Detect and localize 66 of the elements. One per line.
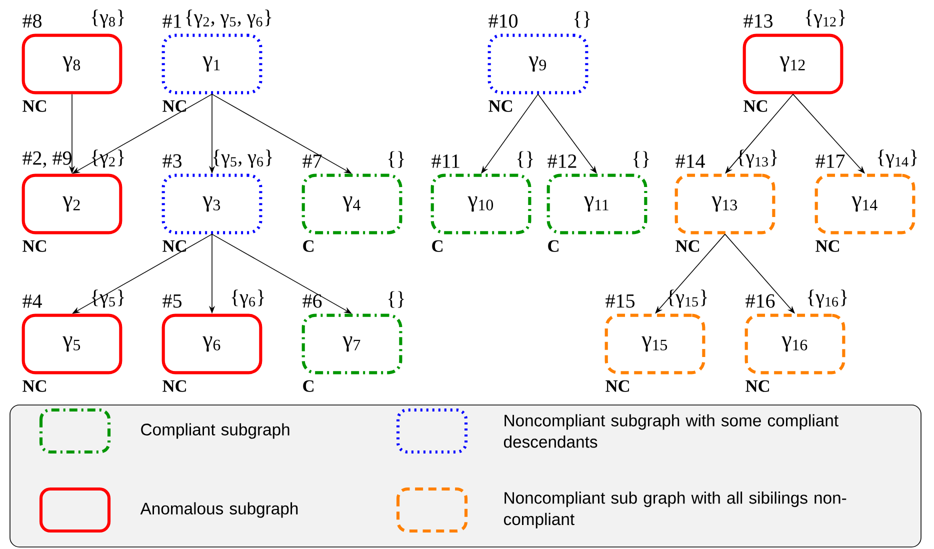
compliance-label: NC [162, 380, 186, 392]
subgraph-set-label: {} [633, 151, 649, 168]
node-number-label: #6 [302, 294, 322, 308]
compliance-label: C [303, 380, 314, 392]
compliant-subgraph-box: γ$_{11}$ [546, 174, 648, 234]
node-number-label: #15 [606, 294, 634, 308]
anomalous-subgraph-box: γ$_{5}$ [22, 314, 122, 374]
compliant-subgraph-box: γ$_{10}$ [430, 174, 532, 234]
node-number-label: #2, #9 [22, 151, 72, 168]
subgraph-set-label: {γ$_{15}$} [668, 290, 707, 308]
subgraph-set-label: {} [574, 11, 590, 28]
anomalous-subgraph-box: γ$_{2}$ [22, 174, 122, 234]
node-number-label: #13 [744, 14, 772, 28]
compliance-label: NC [606, 380, 629, 392]
compliant-subgraph-box: γ$_{4}$ [302, 174, 402, 234]
legend-text: Noncompliant subgraph with some compliant descendants [504, 414, 838, 448]
noncompliant-subgraph-box: γ$_{1}$ [162, 34, 262, 94]
anomalous-subgraph-box: γ$_{8}$ [22, 34, 122, 94]
subgraph-set-label: {γ$_{8}$} [92, 10, 124, 28]
compliance-label: NC [22, 380, 46, 392]
legend-text: Compliant subgraph [141, 423, 290, 439]
subgraph-set-label: {} [388, 151, 404, 168]
legend-text: Anomalous subgraph [140, 502, 298, 518]
anomalous-subgraph-box: γ$_{12}$ [742, 34, 844, 94]
node-number-label: #1 [162, 14, 182, 28]
compliant-subgraph-box: γ$_{7}$ [302, 314, 402, 374]
node-number-label: #3 [162, 154, 182, 168]
legend-text: Noncompliant sub graph with all sibilings non-compliant [504, 492, 846, 528]
compliance-label: NC [816, 240, 839, 252]
subgraph-set-label: {γ$_{5}$, γ$_{6}$} [213, 150, 272, 168]
noncompliant-subgraph-box: γ$_{3}$ [162, 174, 262, 234]
compliance-label: NC [744, 100, 767, 112]
anomalous-subgraph-box: γ$_{6}$ [162, 314, 262, 374]
noncompliant-subgraph-box: γ$_{9}$ [488, 34, 588, 94]
node-number-label: #4 [22, 294, 42, 308]
compliance-label: C [432, 240, 442, 252]
subgraph-set-label: {γ$_{6}$} [232, 290, 264, 308]
subgraph-set-label: {γ$_{2}$, γ$_{5}$, γ$_{6}$} [186, 10, 272, 28]
node-number-label: #7 [302, 154, 322, 168]
subgraph-set-label: {} [517, 151, 533, 168]
compliance-label: NC [746, 380, 769, 392]
compliance-label: NC [22, 240, 46, 252]
noncompliant-subgraph-box: γ$_{13}$ [674, 174, 776, 234]
node-number-label: #10 [488, 14, 518, 28]
noncompliant-subgraph-box: γ$_{15}$ [604, 314, 706, 374]
compliance-label: C [303, 240, 314, 252]
subgraph-set-label: {} [388, 291, 404, 308]
compliance-label: NC [162, 240, 186, 252]
noncompliant-subgraph-box: γ$_{14}$ [814, 174, 916, 234]
noncompliant-subgraph-box: γ$_{16}$ [744, 314, 846, 374]
node-number-label: #16 [746, 294, 775, 308]
node-number-label: #17 [816, 154, 845, 168]
node-number-label: #5 [162, 294, 182, 308]
subgraph-set-label: {γ$_{14}$} [878, 150, 917, 168]
compliance-label: C [548, 240, 558, 252]
node-number-label: #8 [22, 14, 42, 28]
node-number-label: #11 [432, 154, 460, 168]
compliance-label: NC [22, 100, 46, 112]
node-number-label: #12 [548, 154, 576, 168]
compliance-label: NC [162, 100, 186, 112]
subgraph-set-label: {γ$_{12}$} [806, 10, 845, 28]
compliance-label: NC [676, 240, 699, 252]
compliance-label: NC [488, 100, 512, 112]
subgraph-set-label: {γ$_{13}$} [738, 150, 777, 168]
node-number-label: #14 [676, 154, 705, 168]
subgraph-set-label: {γ$_{16}$} [808, 290, 847, 308]
